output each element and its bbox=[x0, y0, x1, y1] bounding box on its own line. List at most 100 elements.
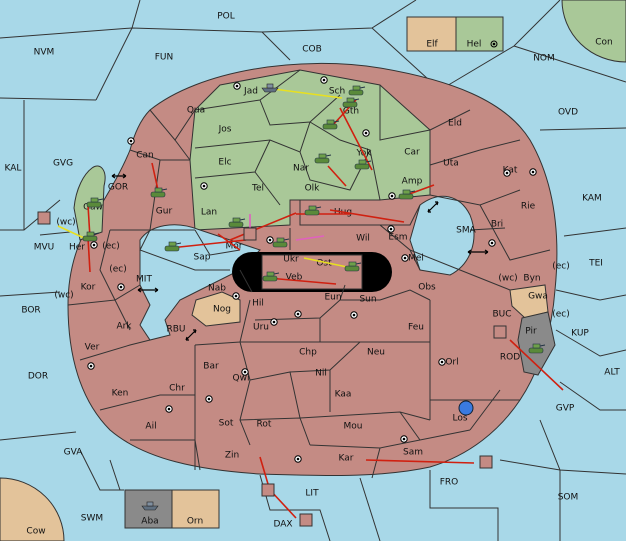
label-nil: Nil bbox=[315, 369, 327, 379]
label-eun: Eun bbox=[324, 293, 341, 303]
army-unit-icon[interactable] bbox=[354, 159, 372, 170]
order-gth-yok bbox=[339, 107, 373, 171]
army-unit-icon[interactable] bbox=[228, 217, 246, 228]
label-kup: KUP bbox=[571, 329, 589, 339]
army-unit-icon[interactable] bbox=[322, 119, 340, 130]
army-unit-icon[interactable] bbox=[342, 97, 360, 108]
supply-center-dot bbox=[119, 285, 123, 289]
legend-hel[interactable] bbox=[455, 16, 504, 52]
army-unit-icon[interactable] bbox=[304, 205, 322, 216]
label-obs: Obs bbox=[418, 283, 436, 293]
label-kor: Kor bbox=[81, 283, 96, 293]
retreat-unit-box[interactable] bbox=[479, 455, 493, 469]
label-rie: Rie bbox=[521, 202, 536, 212]
sea-labels: POL FUN COB NVM NOM Con OVD KAL GVG GOR … bbox=[5, 12, 621, 537]
passage-sma-east bbox=[467, 249, 489, 255]
label-fro: FRO bbox=[440, 478, 459, 488]
retreat-unit-box[interactable] bbox=[37, 211, 51, 225]
label-her: Her bbox=[69, 243, 85, 253]
label-rot: Rot bbox=[257, 420, 272, 430]
legend-bottom: Aba Orn bbox=[124, 489, 220, 529]
tag-kor-ec: (ec) bbox=[109, 265, 127, 275]
army-unit-icon[interactable] bbox=[262, 271, 280, 282]
region-con[interactable] bbox=[561, 0, 626, 63]
province-borders bbox=[67, 69, 551, 479]
supply-center-dot bbox=[268, 238, 272, 242]
fleet-los-icon[interactable] bbox=[458, 400, 474, 416]
army-unit-icon[interactable] bbox=[150, 187, 168, 198]
supply-center-dot bbox=[531, 170, 535, 174]
supply-center-dot bbox=[296, 457, 300, 461]
label-mel: Mel bbox=[408, 254, 424, 264]
passage-rbu bbox=[185, 329, 197, 341]
fleet-unit-icon[interactable] bbox=[261, 83, 279, 93]
army-unit-icon[interactable] bbox=[272, 237, 290, 248]
retreat-unit-box[interactable] bbox=[261, 483, 275, 497]
label-nog: Nog bbox=[213, 305, 231, 315]
central-bar-inner bbox=[261, 254, 363, 290]
label-ver: Ver bbox=[85, 343, 100, 353]
tag-her-ec: (ec) bbox=[102, 242, 120, 252]
retreat-unit-box[interactable] bbox=[243, 227, 257, 241]
label-bri: Bri bbox=[491, 220, 503, 230]
order-esm-hug bbox=[329, 209, 405, 223]
support-orders bbox=[57, 87, 353, 269]
fleet-unit-icon[interactable] bbox=[141, 501, 159, 511]
region-cow[interactable] bbox=[0, 477, 65, 541]
label-nvm: NVM bbox=[34, 48, 55, 58]
supply-center-dot bbox=[490, 241, 494, 245]
legend-elf[interactable] bbox=[406, 16, 457, 52]
label-nom: NOM bbox=[533, 54, 555, 64]
region-nog[interactable] bbox=[191, 291, 241, 327]
army-unit-icon[interactable] bbox=[344, 261, 362, 272]
label-gaw: Gaw bbox=[83, 203, 103, 213]
army-unit-icon[interactable] bbox=[86, 197, 104, 208]
sma-channel[interactable] bbox=[409, 195, 475, 276]
supply-center-dot bbox=[389, 227, 393, 231]
order-can-gur bbox=[151, 162, 159, 191]
label-kal: KAL bbox=[5, 164, 22, 174]
order-gvp-rod bbox=[509, 339, 564, 391]
label-chr: Chr bbox=[169, 384, 185, 394]
label-lit: LIT bbox=[305, 489, 319, 499]
label-kam: KAM bbox=[582, 194, 602, 204]
army-unit-icon[interactable] bbox=[82, 231, 100, 242]
label-feu: Feu bbox=[408, 323, 424, 333]
label-sot: Sot bbox=[219, 419, 234, 429]
supply-center-icon bbox=[490, 40, 498, 48]
coast-tags: (wc) (ec) (ec) (wc) (wc) (ec) (ec) bbox=[54, 218, 569, 320]
label-bar: Bar bbox=[203, 362, 219, 372]
label-alt: ALT bbox=[604, 368, 620, 378]
units bbox=[37, 83, 546, 527]
label-elc: Elc bbox=[218, 158, 231, 168]
convoy-ukr-wil bbox=[295, 235, 325, 241]
tag-byn-wc: (wc) bbox=[498, 274, 517, 284]
inner-channel[interactable] bbox=[139, 224, 261, 341]
label-jos: Jos bbox=[218, 125, 232, 135]
retreat-unit-box[interactable] bbox=[299, 513, 313, 527]
label-esm: Esm bbox=[388, 233, 407, 243]
tag-gwa-ec: (ec) bbox=[552, 310, 570, 320]
legend-elf-label: Elf bbox=[426, 40, 438, 50]
supply-center-dot bbox=[402, 437, 406, 441]
label-lan: Lan bbox=[201, 208, 217, 218]
legend-top: Elf Hel bbox=[406, 16, 504, 52]
label-gur: Gur bbox=[156, 207, 173, 217]
army-unit-icon[interactable] bbox=[314, 153, 332, 164]
label-uru: Uru bbox=[253, 323, 269, 333]
army-unit-icon[interactable] bbox=[348, 85, 366, 96]
passage-markers bbox=[111, 173, 489, 341]
label-gva: GVA bbox=[64, 448, 84, 458]
passage-gor bbox=[111, 173, 127, 179]
army-unit-icon[interactable] bbox=[528, 343, 546, 354]
label-dax: DAX bbox=[273, 520, 292, 530]
legend-orn[interactable] bbox=[171, 489, 220, 529]
order-kar-fro bbox=[365, 459, 475, 464]
army-unit-icon[interactable] bbox=[164, 241, 182, 252]
label-con: Con bbox=[595, 38, 613, 48]
army-unit-icon[interactable] bbox=[398, 189, 416, 200]
label-hil: Hil bbox=[252, 299, 264, 309]
retreat-unit-box[interactable] bbox=[493, 325, 507, 339]
region-pir[interactable] bbox=[517, 311, 556, 376]
order-zin-lit bbox=[259, 456, 269, 485]
